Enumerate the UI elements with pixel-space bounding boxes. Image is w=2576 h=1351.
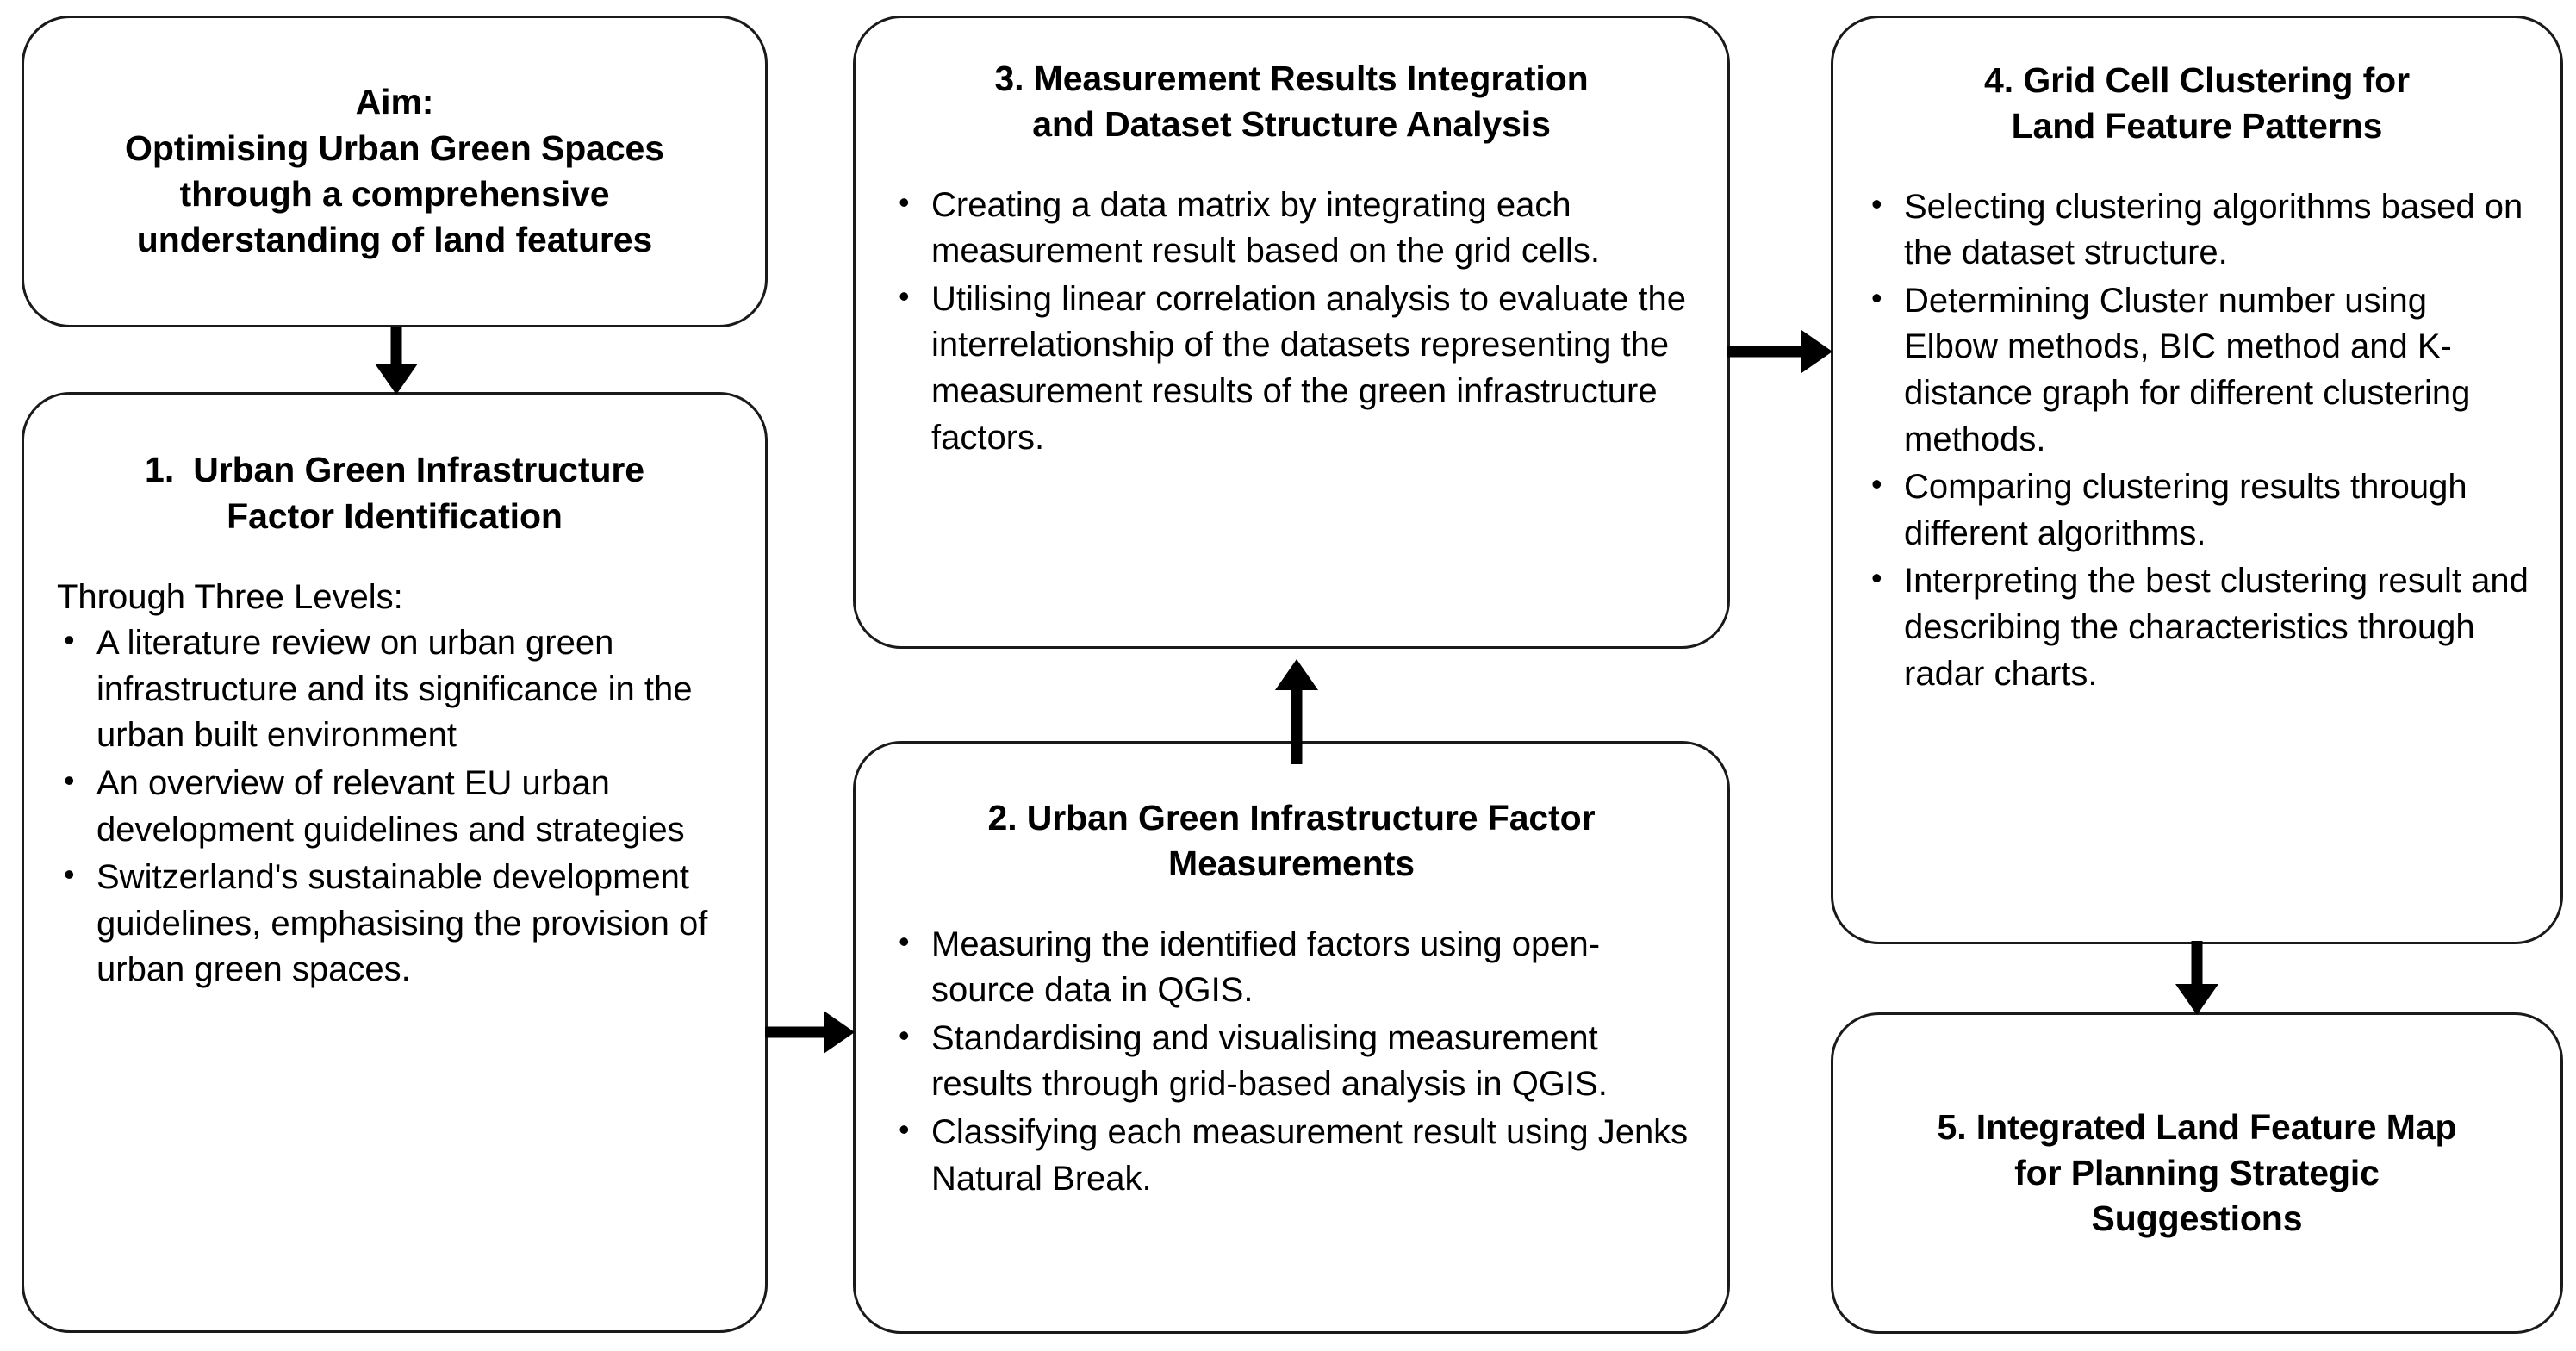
node-step-2-bullet-list: Measuring the identified factors using o… [892,921,1691,1205]
list-item: Switzerland's sustainable development gu… [57,854,732,993]
node-step-3[interactable]: 3. Measurement Results Integration and D… [853,16,1730,649]
node-step-4[interactable]: 4. Grid Cell Clustering for Land Feature… [1831,16,2563,944]
list-item: Utilising linear correlation analysis to… [892,276,1691,461]
arrow-head-down-icon [2175,984,2218,1015]
list-item: Selecting clustering algorithms based on… [1864,184,2529,277]
node-step-1-lead: Through Three Levels: [57,577,403,616]
list-item: Measuring the identified factors using o… [892,921,1691,1014]
node-step-1-title: 1. Urban Green Infrastructure Factor Iden… [57,446,732,540]
node-aim[interactable]: Aim: Optimising Urban Green Spaces throu… [22,16,768,327]
arrow-shaft [390,327,402,367]
list-item: Interpreting the best clustering result … [1864,557,2529,697]
node-step-1-title-text: Urban Green Infrastructure Factor Identi… [193,450,644,537]
node-step-4-bullet-list: Selecting clustering algorithms based on… [1864,184,2529,700]
node-step-1-bullet-list: A literature review on urban green infra… [57,619,732,995]
list-item: An overview of relevant EU urban develop… [57,760,732,853]
arrow-step3-to-step4-icon [1727,326,1834,377]
arrow-shaft [1727,346,1805,358]
node-step-4-title: 4. Grid Cell Clustering for Land Feature… [1984,60,2410,146]
arrow-shaft [1291,682,1303,764]
node-step-3-title: 3. Measurement Results Integration and D… [994,59,1589,145]
arrow-aim-to-step1-icon [336,327,457,395]
list-item: Determining Cluster number using Elbow m… [1864,277,2529,463]
list-item: Standardising and visualising measuremen… [892,1015,1691,1108]
arrow-step1-to-step2-icon [765,1006,856,1058]
list-item: A literature review on urban green infra… [57,619,732,759]
arrow-shaft [2191,941,2203,989]
node-step-2-title: 2. Urban Green Infrastructure Factor Mea… [987,798,1596,884]
node-aim-line-3: through a comprehensive [179,174,610,214]
list-item: Comparing clustering results through dif… [1864,464,2529,557]
arrow-step2-to-step3-icon [1236,659,1357,764]
node-aim-line-1: Aim: [355,82,434,122]
arrow-shaft [765,1026,827,1038]
list-item: Classifying each measurement result usin… [892,1109,1691,1202]
arrow-head-right-icon [1801,330,1832,373]
arrow-head-right-icon [824,1011,855,1054]
node-step-5-title: 5. Integrated Land Feature Map for Plann… [1937,1106,2457,1239]
node-step-1-number: 1. [145,450,175,489]
list-item: Creating a data matrix by integrating ea… [892,182,1691,275]
arrow-head-up-icon [1275,659,1318,690]
node-step-1[interactable]: 1. Urban Green Infrastructure Factor Iden… [22,392,768,1333]
node-step-3-bullet-list: Creating a data matrix by integrating ea… [892,182,1691,464]
arrow-head-down-icon [375,364,418,395]
node-aim-line-4: understanding of land features [136,220,653,260]
node-step-2[interactable]: 2. Urban Green Infrastructure Factor Mea… [853,741,1730,1334]
arrow-step4-to-step5-icon [2137,941,2257,1017]
node-aim-line-2: Optimising Urban Green Spaces [125,128,664,168]
node-step-5[interactable]: 5. Integrated Land Feature Map for Plann… [1831,1012,2563,1334]
